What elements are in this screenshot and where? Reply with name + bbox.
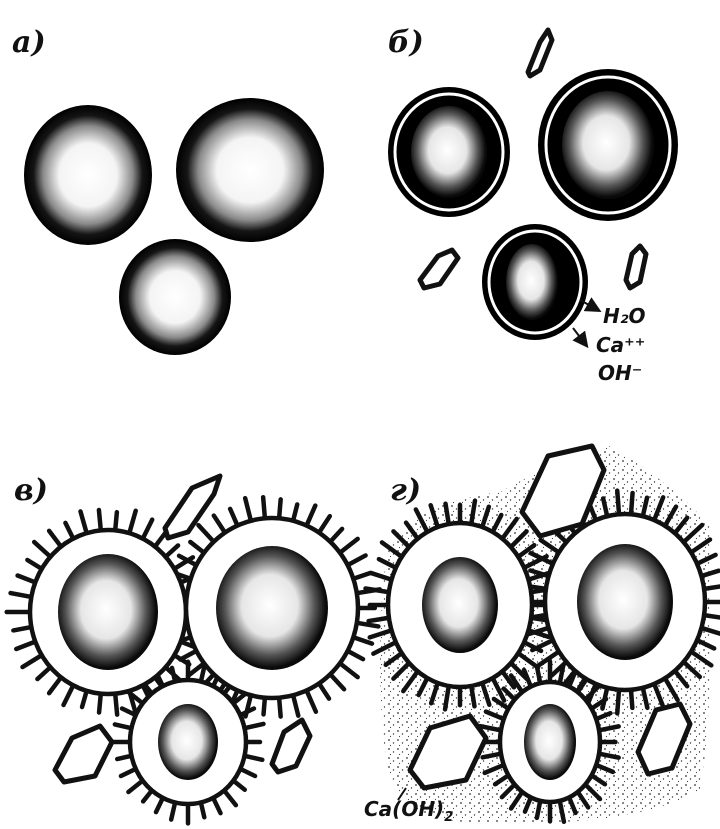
calcium-hydroxide-label: Ca(OH)2 — [364, 797, 453, 825]
crystal — [272, 720, 310, 772]
hydrate-needle — [245, 498, 251, 521]
hydrate-needle — [115, 724, 132, 728]
hydrate-needle — [49, 677, 61, 693]
grain-core — [58, 554, 158, 670]
grain-core — [524, 704, 576, 780]
calcium-hydroxide-base: Ca(OH) — [364, 797, 444, 821]
hydrate-needle — [264, 698, 265, 715]
grain-core — [562, 91, 654, 199]
hydrate-needle — [330, 674, 344, 689]
crystal — [55, 726, 112, 782]
grain-core — [506, 244, 558, 320]
hydrate-needle — [171, 802, 175, 819]
hydrate-needle — [307, 690, 316, 711]
calcium-ion-label: Ca⁺⁺ — [596, 333, 645, 357]
grain-core — [216, 546, 328, 670]
hydrate-needle — [263, 497, 265, 518]
hydrate-needle — [230, 509, 237, 526]
crystal — [626, 246, 646, 288]
hydrate-needle — [224, 790, 236, 805]
calcium-hydroxide-subscript: 2 — [444, 810, 453, 825]
cement-grain — [24, 105, 152, 245]
hydrate-needle — [115, 512, 117, 530]
hydroxide-ion-label: OH⁻ — [598, 361, 642, 385]
grain-core — [158, 704, 218, 780]
panel-d-label: г) — [390, 473, 421, 508]
hydrate-needle — [198, 525, 213, 542]
panel-b-label: б) — [388, 25, 424, 60]
hydrate-needle — [245, 724, 264, 728]
hydrate-needle — [82, 691, 87, 707]
hydrate-needle — [617, 491, 619, 515]
panel-a-label: а) — [12, 25, 46, 60]
hydrate-needle — [214, 516, 225, 533]
hydrate-needle — [16, 642, 35, 649]
hydrate-needle — [279, 698, 281, 717]
hydrate-needle — [18, 576, 36, 583]
hydrate-needle — [49, 531, 61, 547]
hydrate-needle — [34, 542, 50, 557]
hydrate-needle — [631, 493, 633, 514]
hydrate-needle — [471, 686, 474, 706]
cement-grain — [176, 98, 324, 242]
hydrate-needle — [80, 511, 86, 533]
hydrate-needle — [166, 545, 178, 556]
hydrate-needle — [128, 781, 142, 792]
hydrate-needle — [293, 695, 298, 715]
hydrate-needle — [330, 529, 342, 542]
hydrate-needle — [279, 499, 281, 518]
hydrate-needle — [99, 510, 101, 530]
hydrate-needle — [348, 651, 363, 659]
hydrate-needle — [65, 523, 73, 539]
grain-core — [422, 557, 498, 653]
water-label: H₂O — [603, 304, 646, 328]
hydrate-needle — [63, 685, 73, 705]
hydrate-needle — [99, 694, 101, 713]
cement-grain — [119, 239, 231, 355]
hydrate-needle — [190, 542, 204, 553]
hydrate-needle — [319, 683, 329, 698]
hydrate-needle — [353, 573, 370, 579]
hydrate-needle — [631, 690, 632, 708]
ion-arrow — [573, 328, 586, 345]
hydrate-needle — [617, 690, 619, 714]
crystal — [528, 30, 552, 76]
hydrate-needle — [240, 769, 255, 776]
hydrate-needle — [180, 651, 196, 660]
panel-a: а) — [12, 25, 324, 355]
hydrate-needle — [11, 593, 32, 597]
hydrate-needle — [357, 623, 379, 627]
panel-b: б) H₂O Ca⁺⁺ OH⁻ — [388, 25, 678, 385]
hydrate-needle — [348, 555, 366, 565]
hydrate-needle — [340, 539, 358, 553]
hydrate-needle — [121, 769, 136, 776]
hydrate-needle — [537, 667, 540, 683]
panel-c: в) — [7, 473, 380, 823]
hydrate-needle — [293, 504, 297, 520]
hydrate-needle — [129, 511, 135, 533]
panel-d: г) Ca(OH)2 — [364, 446, 720, 825]
crystal — [420, 250, 458, 288]
panel-c-label: в) — [14, 473, 48, 508]
hydrate-needle — [115, 694, 117, 715]
hydrate-needle — [340, 663, 358, 677]
hydrate-needle — [37, 667, 50, 679]
hydrate-needle — [213, 798, 220, 813]
hydrate-needle — [27, 560, 41, 569]
hydrate-needle — [307, 506, 316, 526]
hydrate-needle — [13, 627, 31, 630]
hydrate-needle — [369, 618, 389, 621]
hydrate-needle — [143, 520, 152, 539]
grain-core — [411, 106, 487, 198]
hydrate-needle — [245, 756, 263, 760]
hydrate-needle — [319, 516, 330, 532]
hydrate-needle — [23, 655, 42, 667]
crystal — [165, 476, 220, 538]
hydrate-needle — [446, 504, 449, 524]
grain-core — [577, 544, 673, 660]
